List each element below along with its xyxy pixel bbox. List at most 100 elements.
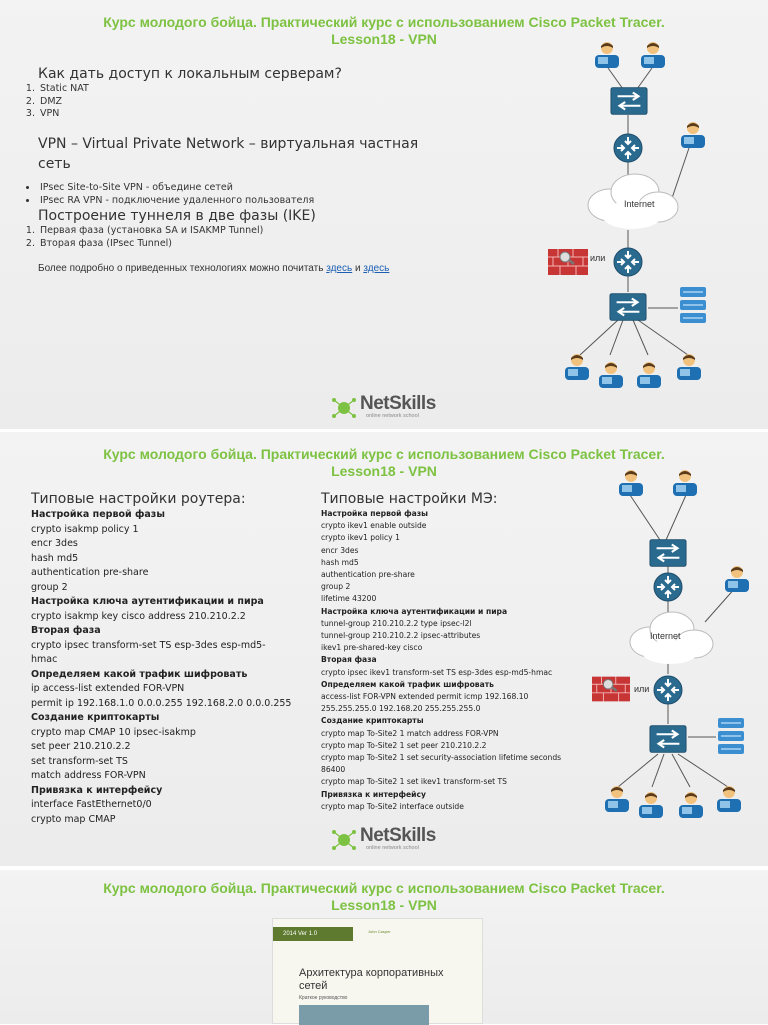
config-line: crypto ipsec transform-set TS esp-3des e… bbox=[31, 639, 266, 651]
slide-1: Курс молодого бойца. Практический курс с… bbox=[0, 0, 768, 429]
config-line: crypto ikev1 enable outside bbox=[321, 521, 427, 531]
netskills-logo: NetSkills online network school bbox=[330, 393, 450, 422]
config-line: interface FastEthernet0/0 bbox=[31, 799, 152, 810]
book-subtitle: Краткое руководство bbox=[299, 995, 348, 1001]
list-ike-phases: Первая фаза (установка SA и ISAKMP Tunne… bbox=[0, 225, 263, 250]
list-item: IPsec RA VPN - подключение удаленного по… bbox=[38, 195, 314, 208]
user-icon bbox=[637, 362, 661, 388]
config-line: encr 3des bbox=[321, 545, 359, 555]
user-icon bbox=[673, 470, 697, 496]
switch-icon bbox=[610, 86, 648, 116]
slide-title: Курс молодого бойца. Практический курс с… bbox=[0, 446, 768, 480]
config-line: encr 3des bbox=[31, 538, 78, 549]
switch-icon bbox=[649, 538, 687, 568]
config-section-label: Вторая фаза bbox=[321, 655, 377, 665]
user-icon bbox=[565, 354, 589, 380]
logo-name: NetSkills bbox=[360, 393, 436, 414]
router-icon bbox=[653, 572, 683, 602]
slide-title: Курс молодого бойца. Практический курс с… bbox=[0, 880, 768, 914]
config-section-label: Определяем какой трафик шифровать bbox=[321, 679, 494, 689]
book-cover: 2014 Ver 1.0 John Casper Архитектура кор… bbox=[272, 918, 483, 1025]
book-version-band: 2014 Ver 1.0 bbox=[273, 927, 353, 941]
link-here-1[interactable]: здесь bbox=[326, 263, 353, 274]
config-section-label: Привязка к интерфейсу bbox=[321, 789, 426, 799]
logo-icon bbox=[332, 830, 356, 850]
book-title: Архитектура корпоративных сетей bbox=[299, 967, 479, 993]
slide-title-line2: Lesson18 - VPN bbox=[331, 463, 437, 479]
config-section-label: Вторая фаза bbox=[31, 625, 101, 636]
config-line: hmac bbox=[31, 654, 58, 665]
internet-cloud-icon bbox=[629, 611, 714, 664]
config-line: access-list FOR-VPN extended permit icmp… bbox=[321, 692, 529, 702]
slide-title-line1: Курс молодого бойца. Практический курс с… bbox=[103, 446, 665, 462]
config-line: group 2 bbox=[31, 581, 68, 593]
book-title-line2: сетей bbox=[299, 980, 328, 992]
logo-subtitle: online network school bbox=[366, 413, 419, 419]
note-more-info: Более подробно о приведенных технологиях… bbox=[38, 263, 389, 274]
config-line: hash md5 bbox=[31, 552, 79, 564]
config-line: tunnel-group 210.210.2.2 ipsec-attribute… bbox=[321, 631, 481, 641]
list-item: Вторая фаза (IPsec Tunnel) bbox=[38, 238, 263, 251]
config-line: lifetime 43200 bbox=[321, 594, 377, 604]
user-icon bbox=[595, 42, 619, 68]
network-diagram-1: Internet или bbox=[548, 42, 707, 388]
network-diagram-2: Internet или bbox=[592, 470, 749, 818]
book-author: John Casper bbox=[368, 929, 391, 934]
slide-title: Курс молодого бойца. Практический курс с… bbox=[0, 14, 768, 48]
list-item: Static NAT bbox=[38, 83, 89, 96]
config-line: crypto ipsec ikev1 transform-set TS esp-… bbox=[321, 667, 553, 677]
config-line: group 2 bbox=[321, 582, 351, 592]
list-item: DMZ bbox=[38, 96, 89, 109]
list-vpn-types: IPsec Site-to-Site VPN - объедине сетей … bbox=[0, 182, 314, 207]
heading-access: Как дать доступ к локальным серверам? bbox=[38, 66, 342, 82]
firewall-icon bbox=[592, 676, 630, 702]
heading-vpn-line2: сеть bbox=[38, 156, 71, 172]
user-icon bbox=[725, 566, 749, 592]
slide-divider bbox=[0, 429, 768, 432]
slide-title-line2: Lesson18 - VPN bbox=[331, 31, 437, 47]
config-line: crypto map To-Site2 interface outside bbox=[321, 801, 464, 811]
config-line: 255.255.255.0 192.168.20 255.255.255.0 bbox=[321, 704, 481, 714]
switch-icon bbox=[609, 292, 647, 322]
list-item: Первая фаза (установка SA и ISAKMP Tunne… bbox=[38, 225, 263, 238]
slide-title-line1: Курс молодого бойца. Практический курс с… bbox=[103, 14, 665, 30]
list-access-options: Static NAT DMZ VPN bbox=[0, 83, 89, 121]
config-line: crypto map To-Site2 1 set ikev1 transfor… bbox=[321, 777, 507, 787]
slide-2: Курс молодого бойца. Практический курс с… bbox=[0, 432, 768, 866]
book-title-line1: Архитектура корпоративных bbox=[299, 967, 444, 979]
config-line: crypto isakmp key cisco address 210.210.… bbox=[31, 610, 246, 622]
internet-cloud-icon bbox=[587, 173, 679, 229]
heading-ike: Построение туннеля в две фазы (IKE) bbox=[38, 208, 316, 224]
link-here-2[interactable]: здесь bbox=[363, 263, 390, 274]
config-line: authentication pre-share bbox=[321, 570, 415, 580]
user-icon bbox=[605, 786, 629, 812]
config-line: crypto map To-Site2 1 set security-assoc… bbox=[321, 753, 562, 763]
config-line: crypto map To-Site2 1 set peer 210.210.2… bbox=[321, 740, 487, 750]
config-line: authentication pre-share bbox=[31, 567, 149, 578]
config-line: ikev1 pre-shared-key cisco bbox=[321, 643, 423, 653]
user-icon bbox=[639, 792, 663, 818]
config-line: match address FOR-VPN bbox=[31, 770, 146, 781]
server-icon bbox=[679, 286, 707, 324]
slide-title-line2: Lesson18 - VPN bbox=[331, 897, 437, 913]
book-diagram-image bbox=[299, 1005, 429, 1025]
config-line: crypto map CMAP bbox=[31, 813, 116, 825]
config-section-label: Настройка ключа аутентификации и пира bbox=[321, 606, 508, 616]
config-line: crypto isakmp policy 1 bbox=[31, 523, 139, 535]
heading-asa-config: Типовые настройки МЭ: bbox=[321, 491, 498, 507]
user-icon bbox=[717, 786, 741, 812]
diagram-links bbox=[617, 494, 737, 788]
internet-label: Internet bbox=[624, 199, 655, 209]
user-icon bbox=[599, 362, 623, 388]
logo-subtitle: online network school bbox=[366, 845, 419, 851]
note-text: Более подробно о приведенных технологиях… bbox=[38, 263, 324, 274]
heading-router-config: Типовые настройки роутера: bbox=[31, 491, 246, 507]
or-label: или bbox=[590, 253, 605, 263]
heading-vpn-line1: VPN – Virtual Private Network – виртуаль… bbox=[38, 136, 419, 152]
note-and: и bbox=[354, 263, 361, 274]
config-line: permit ip 192.168.1.0 0.0.0.255 192.168.… bbox=[31, 697, 292, 709]
user-icon bbox=[681, 122, 705, 148]
config-line: crypto map CMAP 10 ipsec-isakmp bbox=[31, 726, 196, 738]
user-icon bbox=[679, 792, 703, 818]
